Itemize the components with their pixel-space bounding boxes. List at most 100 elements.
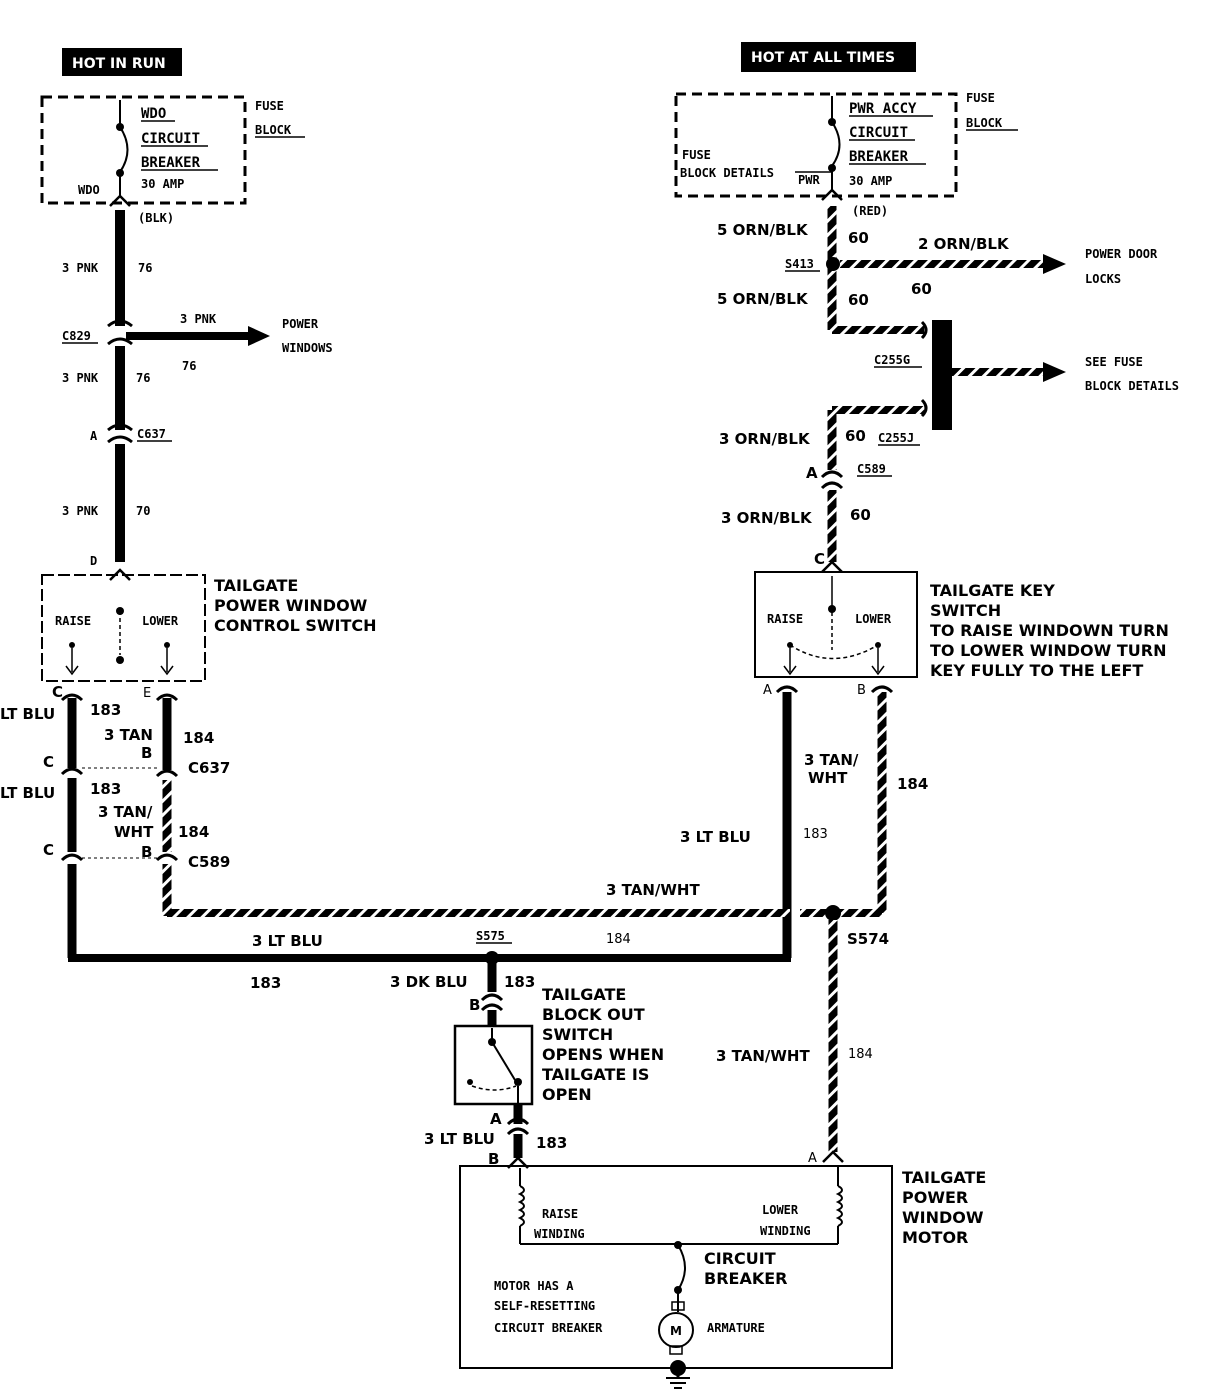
motor-title-4: MOTOR <box>902 1228 968 1247</box>
fuse-details-label-2: BLOCK DETAILS <box>680 166 774 180</box>
key-switch-title-5: KEY FULLY TO THE LEFT <box>930 661 1143 680</box>
power-door-label-1: POWER DOOR <box>1085 247 1158 261</box>
block-out-title-3: SWITCH <box>542 1025 613 1044</box>
ckt-183-dk-label: 183 <box>504 973 535 991</box>
wdo-breaker-rating: 30 AMP <box>141 177 184 191</box>
ckt-183-label-2: 183 <box>90 780 121 798</box>
ckt-60-label-a: 60 <box>848 229 869 247</box>
control-switch-title-1: TAILGATE <box>214 576 298 595</box>
lower-winding-label-2: WINDING <box>760 1224 811 1238</box>
raise-winding-label-1: RAISE <box>542 1207 578 1221</box>
ckt-60-label-d: 60 <box>850 506 871 524</box>
c255j-label: C255J <box>878 431 914 445</box>
wdo-terminal-label: WDO <box>78 183 100 197</box>
s413-label: S413 <box>785 257 814 271</box>
c255-connector-bar <box>932 320 952 430</box>
armature-label: ARMATURE <box>707 1321 765 1335</box>
orn-blk-label-1: 5 ORN/BLK <box>717 221 809 239</box>
pin-b-label-2: B <box>141 843 152 861</box>
lower-winding-label-1: LOWER <box>762 1203 799 1217</box>
splice-s574 <box>825 905 841 921</box>
branch-76-label: 76 <box>182 359 196 373</box>
hot-at-all-times-badge <box>741 42 916 72</box>
motor-cb-label-1: CIRCUIT <box>704 1249 776 1268</box>
fuse-details-label-1: FUSE <box>682 148 711 162</box>
key-switch-pin-a: A <box>763 683 772 698</box>
motor-pin-a: A <box>808 1151 817 1166</box>
control-switch-title-3: CONTROL SWITCH <box>214 616 377 635</box>
splice-s413 <box>826 257 840 271</box>
see-fuse-label-2: BLOCK DETAILS <box>1085 379 1179 393</box>
block-out-title-6: OPEN <box>542 1085 592 1104</box>
lt-blu-right: 3 LT BLU <box>680 828 751 846</box>
arrow-power-windows <box>248 326 270 346</box>
orn-blk-label-4: 3 ORN/BLK <box>721 509 813 527</box>
c589-pin-a: A <box>806 464 818 482</box>
c637-pin-a: A <box>90 429 98 443</box>
tan-label-1: 3 TAN <box>104 726 153 744</box>
right-fuse-block <box>674 92 958 198</box>
hot-in-run-badge <box>62 48 182 76</box>
power-door-label-2: LOCKS <box>1085 272 1121 286</box>
motor-title-2: POWER <box>902 1188 968 1207</box>
lt-blu-label-2: LT BLU <box>0 784 55 802</box>
key-switch-raise: RAISE <box>767 612 803 626</box>
power-window-control-switch <box>41 574 206 682</box>
wdo-breaker-name-2: CIRCUIT <box>141 131 200 147</box>
power-windows-label-1: POWER <box>282 317 319 331</box>
branch-orn-blk-label: 2 ORN/BLK <box>918 235 1010 253</box>
key-switch-pin-b: B <box>857 683 866 698</box>
wdo-breaker-name-3: BREAKER <box>141 155 201 171</box>
pin-b-label-1: B <box>141 744 152 762</box>
see-fuse-label-1: SEE FUSE <box>1085 355 1143 369</box>
block-out-title-4: OPENS WHEN <box>542 1045 664 1064</box>
motor-title-1: TAILGATE <box>902 1168 986 1187</box>
power-windows-label-2: WINDOWS <box>282 341 333 355</box>
c589-right-label: C589 <box>857 462 886 476</box>
pwr-accy-rating: 30 AMP <box>849 174 892 188</box>
c255g-label: C255G <box>874 353 910 367</box>
red-label: (RED) <box>852 204 888 218</box>
hot-at-all-times-label: HOT AT ALL TIMES <box>751 50 895 66</box>
key-switch-lower: LOWER <box>855 612 892 626</box>
orn-blk-label-3: 3 ORN/BLK <box>719 430 811 448</box>
armature-symbol <box>658 1312 694 1348</box>
s574-label: S574 <box>847 930 889 948</box>
ckt-184-right: 184 <box>897 775 928 793</box>
key-switch-title-2: SWITCH <box>930 601 1001 620</box>
left-fuse-block <box>40 95 247 205</box>
raise-winding-coil <box>517 1185 525 1227</box>
tailgate-block-out-switch <box>453 1024 534 1106</box>
ckt-184-vertical-label: 184 <box>848 1047 873 1062</box>
motor-cb-label-2: BREAKER <box>704 1269 787 1288</box>
motor-note-2: SELF-RESETTING <box>494 1299 595 1313</box>
s575-label: S575 <box>476 929 505 943</box>
left-block-label: BLOCK <box>255 123 292 137</box>
wire-3pnk-label-3: 3 PNK <box>62 504 99 518</box>
right-fuse-label: FUSE <box>966 91 995 105</box>
wdo-breaker-name-1: WDO <box>141 106 166 122</box>
wire-3pnk-label-2: 3 PNK <box>62 371 99 385</box>
control-switch-title-2: POWER WINDOW <box>214 596 368 615</box>
lt-blu-horizontal-label: 3 LT BLU <box>252 932 323 950</box>
ckt-183-vertical-label: 183 <box>536 1134 567 1152</box>
left-fuse-label: FUSE <box>255 99 284 113</box>
dk-blu-label: 3 DK BLU <box>390 973 468 991</box>
hot-in-run-label: HOT IN RUN <box>72 56 166 72</box>
lt-blu-vertical-label: 3 LT BLU <box>424 1130 495 1148</box>
block-out-title-1: TAILGATE <box>542 985 626 1004</box>
c637-label: C637 <box>137 427 166 441</box>
orn-blk-label-2: 5 ORN/BLK <box>717 290 809 308</box>
tan-wht-right-1: 3 TAN/ <box>804 751 859 769</box>
block-switch-pin-b: B <box>469 996 480 1014</box>
motor-note-1: MOTOR HAS A <box>494 1279 574 1293</box>
raise-winding-label-2: WINDING <box>534 1227 585 1241</box>
ckt-184-label-1: 184 <box>183 729 214 747</box>
tan-wht-vertical-label: 3 TAN/WHT <box>716 1047 810 1065</box>
right-block-label: BLOCK <box>966 116 1003 130</box>
switch-pin-d: D <box>90 554 97 568</box>
branch-3pnk-label: 3 PNK <box>180 312 217 326</box>
block-switch-pin-a: A <box>490 1110 502 1128</box>
c-label-1: C <box>43 753 54 771</box>
ckt-184-label-2: 184 <box>178 823 209 841</box>
